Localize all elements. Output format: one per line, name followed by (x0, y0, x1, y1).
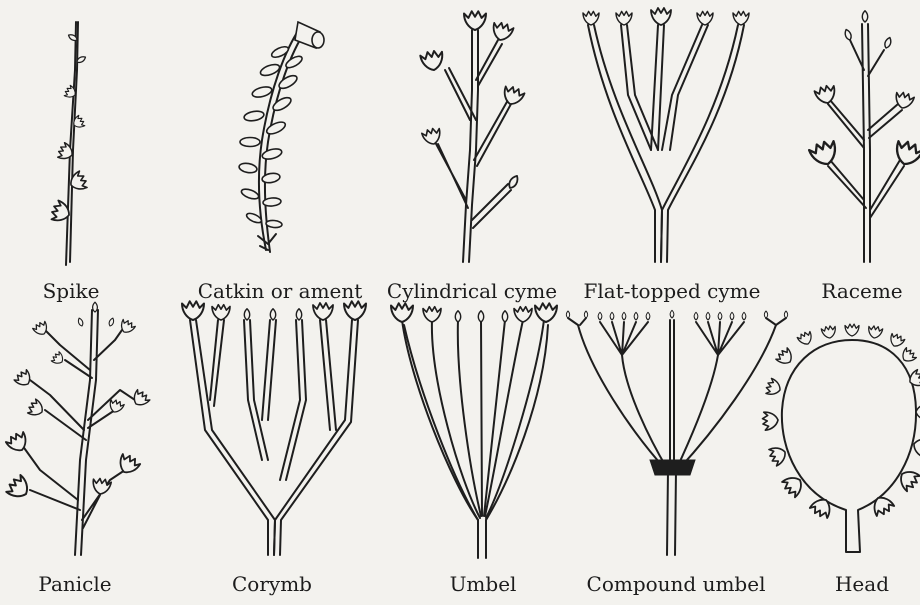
label-cylindrical-cyme: Cylindrical cyme (387, 280, 557, 302)
umbel-drawing (391, 303, 557, 558)
label-panicle: Panicle (38, 573, 111, 595)
label-spike: Spike (43, 280, 100, 302)
head-drawing (762, 324, 920, 552)
catkin-drawing (238, 22, 324, 252)
label-flat-topped-cyme: Flat-topped cyme (584, 280, 761, 302)
flat-topped-cyme-drawing (583, 8, 749, 262)
spike-drawing (50, 22, 89, 265)
cylindrical-cyme-drawing (420, 11, 525, 262)
corymb-drawing (182, 301, 366, 555)
compound-umbel-drawing (566, 310, 787, 555)
raceme-drawing (808, 11, 920, 262)
label-head: Head (835, 573, 889, 595)
label-corymb: Corymb (232, 573, 312, 595)
label-raceme: Raceme (821, 280, 902, 302)
label-catkin: Catkin or ament (198, 280, 363, 302)
label-compound-umbel: Compound umbel (587, 573, 766, 595)
panicle-drawing (5, 302, 151, 555)
label-umbel: Umbel (450, 573, 517, 595)
